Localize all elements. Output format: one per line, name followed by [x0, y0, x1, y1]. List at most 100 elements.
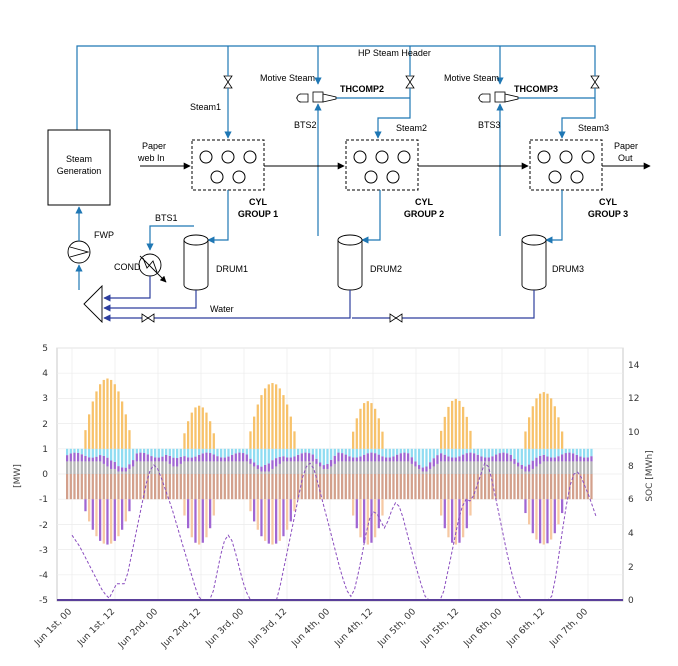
bar-orange	[469, 430, 472, 449]
drum3	[521, 234, 547, 291]
bar-cyan	[344, 448, 347, 455]
bar-gray	[385, 461, 388, 474]
bar-brown-base	[528, 474, 531, 500]
steam-generation-box	[47, 129, 111, 206]
bar-gray	[267, 471, 270, 474]
bar-brown-base	[260, 474, 263, 500]
bar-purple	[88, 457, 91, 462]
bar-purple	[319, 462, 322, 467]
bar-cyan	[436, 448, 439, 456]
bar-purple	[418, 465, 421, 469]
bar-purple	[234, 453, 237, 462]
bar-purple	[531, 460, 534, 469]
bar-gray	[487, 461, 490, 474]
bar-brown-base	[480, 474, 483, 500]
bar-brown-base	[579, 474, 582, 500]
bar-cyan	[539, 448, 542, 456]
bar-discharge	[190, 499, 193, 538]
bar-brown-base	[355, 474, 358, 500]
bar-cyan	[124, 448, 127, 468]
bar-cyan	[205, 448, 208, 453]
bar-cyan	[333, 448, 336, 456]
bar-purple	[139, 452, 142, 462]
bar-brown-base	[190, 474, 193, 500]
bar-cyan	[146, 448, 149, 455]
bar-brown-base	[99, 474, 102, 500]
bar-gray	[366, 461, 369, 474]
bar-gray	[278, 463, 281, 474]
bar-purple	[517, 462, 520, 467]
bar-gray	[528, 471, 531, 474]
bar-purple	[509, 454, 512, 462]
bar-cyan	[297, 448, 300, 455]
bar-purple	[429, 462, 432, 469]
bar-cyan	[157, 448, 160, 458]
bar-orange	[95, 391, 98, 449]
bar-cyan	[267, 448, 270, 464]
bar-cyan	[520, 448, 523, 465]
bar-purple	[190, 457, 193, 462]
bar-purple	[95, 456, 98, 462]
bar-cyan	[91, 448, 94, 458]
bar-gray	[128, 468, 131, 474]
bar-orange	[253, 416, 256, 449]
bar-gray	[421, 471, 424, 474]
bar-brown-base	[297, 474, 300, 500]
bar-gray	[143, 461, 146, 474]
bar-purple	[227, 456, 230, 462]
bar-brown-base	[539, 474, 542, 500]
bar-gray	[249, 463, 252, 474]
bar-discharge	[440, 499, 443, 516]
bar-cyan	[392, 448, 395, 457]
bar-purple	[124, 467, 127, 472]
bar-purple	[278, 457, 281, 464]
bar-purple	[590, 456, 593, 462]
bar-brown-base	[132, 474, 135, 500]
soc-line	[71, 462, 597, 601]
bar-gray	[553, 461, 556, 474]
xtick-10: Jun 6th, 00	[462, 607, 505, 650]
bar-gray	[550, 461, 553, 474]
bar-orange	[84, 430, 87, 449]
bar-gray	[480, 461, 483, 474]
bar-brown-base	[451, 474, 454, 500]
bar-cyan	[84, 448, 87, 456]
bar-cyan	[352, 448, 355, 458]
bar-purple	[245, 454, 248, 462]
bar-cyan	[553, 448, 556, 458]
drum1-label: DRUM1	[216, 264, 248, 274]
bar-gray	[436, 463, 439, 474]
bar-brown-base	[113, 474, 116, 500]
bar-purple	[146, 454, 149, 462]
bar-orange	[121, 401, 124, 449]
bar-gray	[341, 461, 344, 474]
bar-gray	[106, 466, 109, 474]
bar-purple	[223, 457, 226, 462]
bar-brown-base	[187, 474, 190, 500]
bar-discharge	[374, 499, 377, 538]
bar-brown-base	[374, 474, 377, 500]
bar-cyan	[264, 448, 267, 465]
bar-cyan	[557, 448, 560, 457]
bar-cyan	[440, 448, 443, 454]
bar-brown-base	[396, 474, 399, 500]
bar-brown-base	[66, 474, 69, 500]
bar-gray	[374, 461, 377, 474]
bar-purple	[535, 457, 538, 467]
bar-purple	[315, 458, 318, 464]
bar-discharge	[95, 499, 98, 537]
bar-discharge	[528, 499, 531, 525]
bar-discharge	[267, 499, 270, 544]
bar-orange	[205, 412, 208, 449]
bar-cyan	[399, 448, 402, 454]
bar-discharge	[121, 499, 124, 530]
bar-brown-base	[289, 474, 292, 500]
cyl-group-3	[529, 139, 603, 191]
bar-cyan	[513, 448, 516, 459]
paper-in-label-1: Paper	[142, 141, 166, 151]
bar-discharge	[289, 499, 292, 522]
bar-gray	[447, 461, 450, 474]
bar-cyan	[561, 448, 564, 455]
bar-purple	[300, 453, 303, 462]
bar-purple	[399, 453, 402, 462]
